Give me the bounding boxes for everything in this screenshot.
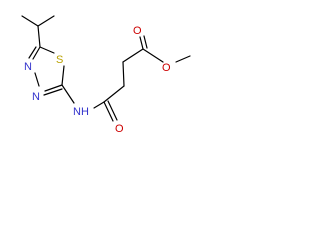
bond-nh-carbonyl: [93, 101, 105, 109]
bond-n4-n3: [34, 72, 40, 87]
bond-isopropyl-ring: [37, 25, 41, 48]
atom-n4: N: [24, 61, 32, 73]
atom-o-ester-carbonyl: O: [133, 25, 142, 37]
atom-o-ester: O: [162, 62, 171, 74]
atom-s1: S: [56, 54, 63, 66]
bond-c5-s1: [39, 46, 55, 54]
bond-carbonyl-ch2: [103, 85, 125, 103]
bond-c5-n4-double: [28, 46, 37, 59]
molecule-structure: N N S NH O O O: [21, 15, 191, 135]
atom-labels: N N S NH O O O: [24, 25, 171, 135]
bond-ester-carbonyl: [139, 36, 144, 50]
bond-c2-s1: [61, 65, 65, 86]
atom-n3: N: [32, 91, 40, 103]
atom-o-carbonyl: O: [115, 123, 124, 135]
bond-ester-o: [142, 48, 164, 63]
bond-methyl-right: [37, 15, 55, 27]
atom-nh: NH: [73, 106, 89, 118]
bond-ch2-ch2: [122, 61, 125, 87]
bond-c2-nh: [61, 84, 75, 104]
bond-methyl-left: [21, 15, 39, 27]
bond-carbonyl-o: [103, 101, 114, 122]
bond-n3-c2: [44, 84, 63, 92]
bonds: [21, 15, 191, 122]
bond-ch2-ester-carbon: [122, 48, 144, 63]
bond-n3-c2-double: [43, 88, 63, 96]
bond-ester-carbonyl-double: [143, 35, 148, 49]
bond-c5-n4: [32, 46, 41, 60]
bond-carbonyl-o-double: [107, 100, 118, 121]
bond-o-methyl: [175, 55, 191, 63]
